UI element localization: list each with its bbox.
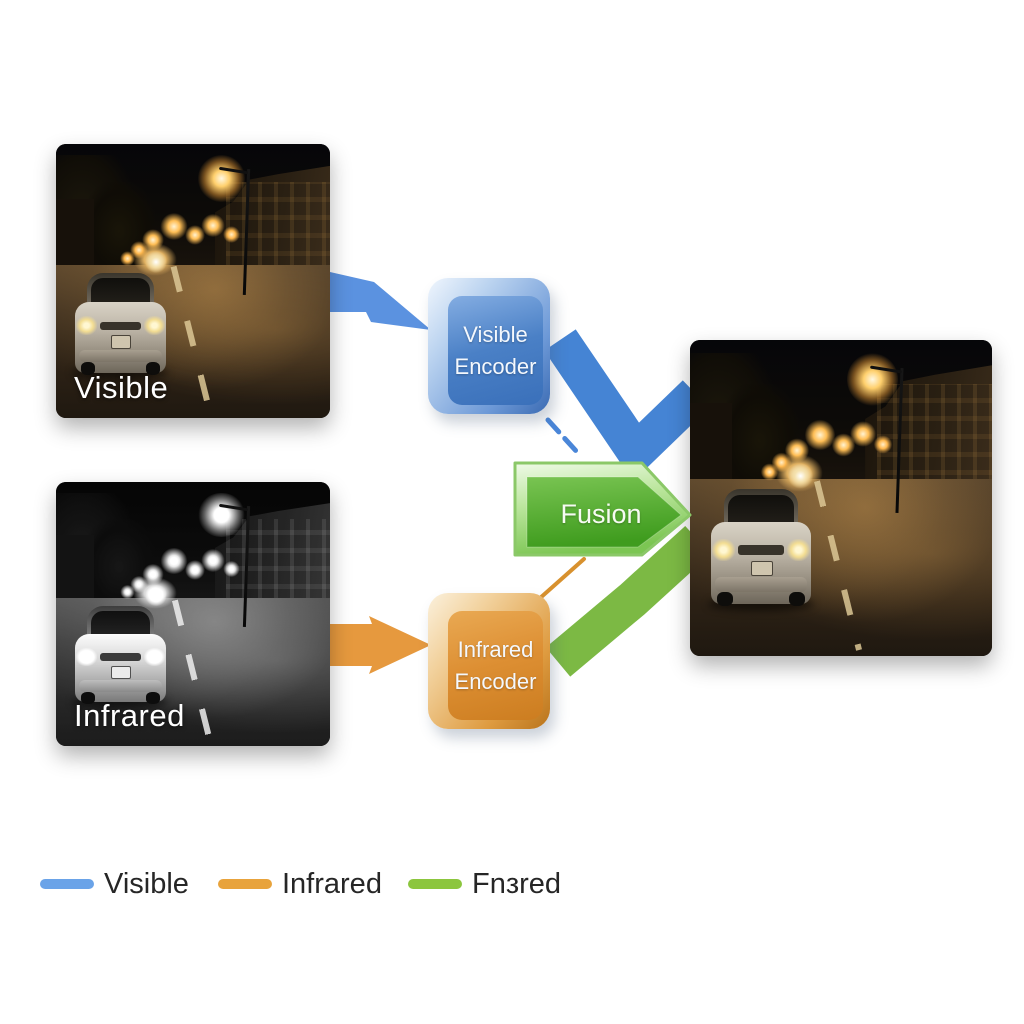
car-license-plate (111, 666, 132, 680)
fusion-label: Fusion (560, 499, 642, 529)
car-license-plate (750, 560, 773, 576)
street-lamp-glow (160, 548, 188, 575)
building-silhouette (56, 534, 95, 609)
visible-image-label: Visible (74, 370, 169, 405)
visible-image: Visible (56, 144, 330, 418)
building-silhouette (56, 198, 95, 276)
fusion-node: Fusion (505, 453, 705, 565)
fusion-block-shape (513, 461, 692, 557)
legend-item-fused: Fnзred (408, 862, 561, 906)
street-lamp-glow (223, 561, 240, 578)
car-bumper (715, 577, 807, 592)
car-wheel (145, 362, 161, 375)
street-lamp-glow (804, 419, 835, 451)
legend-item-visible: Visible (40, 862, 189, 906)
road-end-light (786, 463, 814, 489)
car-windshield (90, 277, 151, 307)
street-lamp-glow (184, 224, 206, 246)
street-lamp-glow (198, 154, 246, 202)
legend-label-fused: Fnзred (472, 867, 562, 900)
infrared-image-label: Infrared (74, 698, 185, 733)
visible-dashed-connector (545, 417, 580, 455)
car-wheel (788, 591, 805, 607)
night-street-scene (56, 482, 330, 746)
legend-swatch-fused (408, 879, 462, 889)
car-wheel (80, 362, 96, 375)
car (708, 488, 814, 611)
car-headlight (712, 538, 736, 561)
legend-label-infrared: Infrared (282, 867, 382, 900)
visible-encoder-label-line1: Visible (463, 321, 528, 347)
infrared-encoder-label-line1: Infrared (457, 636, 534, 662)
legend-swatch-infrared (218, 879, 272, 889)
street-lamp-glow (142, 228, 165, 251)
street-lamp-glow (847, 352, 899, 407)
street-lamp-glow (874, 434, 893, 454)
car-wheel (145, 692, 161, 705)
legend: Visible Infrared Fnзred (0, 862, 1024, 906)
car-grille (99, 321, 142, 331)
infrared-encoder-face: Infrared Encoder (448, 611, 543, 720)
road-end-light (143, 250, 169, 273)
visible-encoder-label-line2: Encoder (454, 353, 537, 379)
infrared-encoder-node: Infrared Encoder (428, 593, 550, 729)
car-license-plate (111, 335, 132, 349)
car-grille (99, 653, 142, 662)
car-wheel (717, 591, 734, 607)
street-lamp-glow (831, 433, 855, 457)
car-headlight (786, 538, 810, 561)
legend-label-visible: Visible (104, 867, 189, 900)
street-lamp-glow (120, 250, 136, 266)
legend-item-infrared: Infrared (218, 862, 382, 906)
car-bumper (78, 349, 162, 363)
car (72, 272, 169, 379)
car (72, 606, 169, 709)
street-lamp-glow (198, 492, 246, 538)
fused-output-image (690, 340, 992, 656)
fusion-face (526, 476, 682, 548)
night-street-scene (690, 340, 992, 656)
car-wheel (80, 692, 96, 705)
building-silhouette (690, 403, 733, 492)
street-lamp-glow (142, 563, 165, 585)
street-lamp-glow (201, 549, 225, 572)
infrared-input-arrow (330, 616, 431, 674)
car-headlight (143, 648, 165, 667)
car-headlight (76, 316, 97, 336)
legend-swatch-visible (40, 879, 94, 889)
street-lamp-glow (850, 420, 876, 448)
infrared-encoder-label-line2: Encoder (454, 668, 537, 694)
car-windshield (728, 494, 794, 527)
street-lamp-glow (223, 226, 240, 243)
visible-encoder-node: Visible Encoder (428, 278, 550, 414)
infrared-thin-connector (537, 557, 586, 601)
visible-input-arrow (330, 272, 431, 330)
street-lamp-glow (120, 584, 136, 600)
car-bumper (78, 680, 162, 693)
street-lamp-glow (184, 559, 206, 580)
visible-encoder-face: Visible Encoder (448, 296, 543, 405)
road-end-light (143, 584, 169, 607)
car-windshield (90, 611, 151, 639)
fused-flow-ribbon (545, 525, 711, 677)
visible-flow-ribbon (544, 329, 710, 482)
street-lamp-glow (160, 212, 188, 240)
night-street-scene (56, 144, 330, 418)
car-headlight (76, 648, 97, 667)
street-lamp-glow (201, 213, 225, 238)
street-lamp-glow (760, 463, 778, 481)
car-grille (738, 544, 784, 555)
infrared-image: Infrared (56, 482, 330, 746)
car-headlight (143, 316, 165, 336)
